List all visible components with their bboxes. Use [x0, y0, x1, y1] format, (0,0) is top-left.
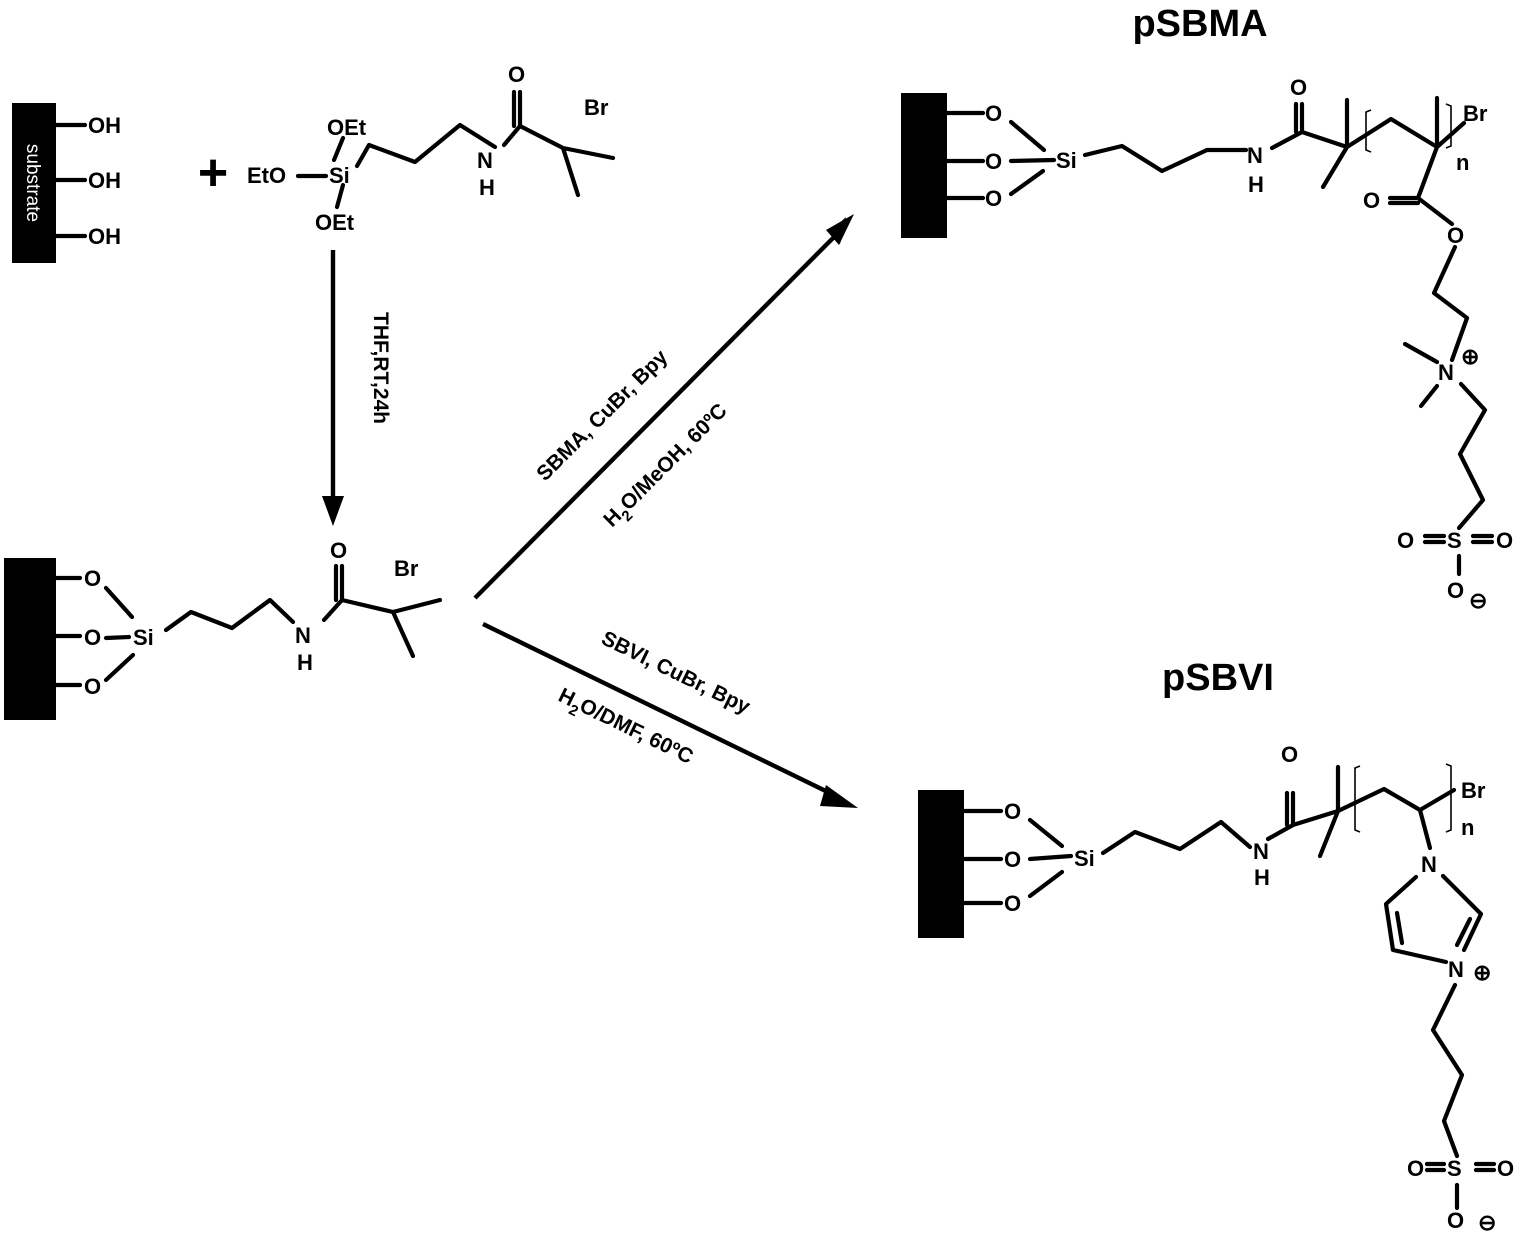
psbvi-bonds: [961, 764, 1497, 1211]
psbvi-imidazolium-nitrogen: N: [1448, 957, 1464, 982]
psbvi-repeat-n: n: [1461, 815, 1474, 840]
psbvi-imidazole-nitrogen-1: N: [1421, 852, 1437, 877]
psbvi-nitrogen: N: [1253, 839, 1269, 864]
psbma-sulfonyl-oxygen-left: O: [1397, 528, 1414, 553]
psbvi-positive-charge: ⊕: [1473, 960, 1491, 985]
surface-block: [4, 558, 56, 720]
hydroxyl-3: OH: [88, 224, 121, 249]
anchor-oxygen-3: O: [84, 674, 101, 699]
initiator-carbonyl-oxygen: O: [330, 538, 347, 563]
psbma-surface: [901, 93, 947, 238]
hydroxyl-2: OH: [88, 168, 121, 193]
silanization-arrow: THF,RT,24h: [322, 250, 392, 526]
psbvi-structure: O O O Si N H O Br n N N ⊕ S O O O ⊖: [918, 742, 1514, 1235]
psbvi-sulfonyl-oxygen-left: O: [1407, 1156, 1424, 1181]
psbvi-sulfur: S: [1447, 1156, 1462, 1181]
initiator-bromine: Br: [394, 556, 419, 581]
psbvi-negative-charge: ⊖: [1478, 1210, 1496, 1235]
hydroxyl-substrate: substrate OH OH OH: [12, 103, 121, 263]
initiator-bonds: [53, 563, 443, 688]
anchor-oxygen-2: O: [84, 625, 101, 650]
psbma-title: pSBMA: [1132, 3, 1267, 45]
ethoxy-left: EtO: [247, 163, 286, 188]
psbvi-oxygen-2: O: [1004, 847, 1021, 872]
psbvi-title: pSBVI: [1162, 657, 1274, 699]
psbma-ester-carbonyl-oxygen: O: [1363, 188, 1380, 213]
immobilized-initiator: O O O Si N H O Br: [4, 538, 443, 720]
sbvi-arrow: SBVI, CuBr, Bpy H2O/DMF, 60ºC: [482, 622, 858, 808]
psbma-silicon: Si: [1056, 148, 1077, 173]
psbvi-hydrogen: H: [1254, 865, 1270, 890]
psbvi-silicon: Si: [1074, 846, 1095, 871]
psbma-bromine: Br: [1463, 101, 1488, 126]
psbma-repeat-n: n: [1456, 150, 1469, 175]
sbvi-reagents: SBVI, CuBr, Bpy: [598, 627, 754, 719]
psbma-ester-oxygen: O: [1447, 223, 1464, 248]
substrate-oh-bonds: [53, 122, 88, 239]
amide-hydrogen: H: [479, 175, 495, 200]
psbvi-sulfonyl-oxygen-right: O: [1497, 1156, 1514, 1181]
psbma-oxygen-3: O: [985, 186, 1002, 211]
psbvi-oxygen-3: O: [1004, 891, 1021, 916]
psbvi-amide-oxygen: O: [1281, 742, 1298, 767]
psbma-oxygen-1: O: [985, 101, 1002, 126]
silane-initiator: OEt EtO Si OEt N H O Br: [247, 62, 616, 235]
psbvi-bromine: Br: [1461, 778, 1486, 803]
psbma-structure: O O O Si N H O Br n O O N ⊕ S O O O ⊖: [901, 75, 1513, 613]
sbma-solvent: H2O/MeOH, 60ºC: [599, 399, 736, 536]
psbma-oxygen-2: O: [985, 149, 1002, 174]
psbvi-oxygen-1: O: [1004, 799, 1021, 824]
psbma-positive-charge: ⊕: [1461, 344, 1479, 369]
silanization-conditions: THF,RT,24h: [369, 312, 392, 424]
psbvi-repeat-brackets: [1354, 763, 1452, 833]
psbma-hydrogen: H: [1248, 172, 1264, 197]
psbvi-surface: [918, 790, 964, 938]
silicon-atom: Si: [329, 163, 350, 188]
sbma-arrow: SBMA, CuBr, Bpy H2O/MeOH, 60ºC: [473, 214, 854, 600]
bromine-atom: Br: [584, 95, 609, 120]
carbonyl-oxygen: O: [508, 62, 525, 87]
initiator-silicon: Si: [133, 625, 154, 650]
sbvi-solvent: H2O/DMF, 60ºC: [552, 684, 697, 774]
substrate-label: substrate: [22, 144, 43, 222]
initiator-nitrogen: N: [295, 623, 311, 648]
plus-sign: +: [198, 144, 228, 202]
ethoxy-top: OEt: [327, 115, 367, 140]
hydroxyl-1: OH: [88, 113, 121, 138]
psbma-sulfonyl-oxygen-right: O: [1496, 528, 1513, 553]
psbma-amide-oxygen: O: [1290, 75, 1307, 100]
silane-bonds: [295, 89, 616, 210]
psbma-nitrogen: N: [1247, 143, 1263, 168]
psbma-bonds: [944, 95, 1495, 577]
ethoxy-bottom: OEt: [315, 210, 355, 235]
psbma-sulfur: S: [1447, 528, 1462, 553]
psbma-sulfonate-oxygen: O: [1447, 578, 1464, 603]
psbma-ammonium-nitrogen: N: [1438, 360, 1454, 385]
substrate-block: [12, 103, 56, 263]
initiator-hydrogen: H: [297, 650, 313, 675]
amide-nitrogen: N: [477, 148, 493, 173]
psbma-repeat-brackets: [1365, 103, 1452, 153]
psbma-negative-charge: ⊖: [1469, 588, 1487, 613]
anchor-oxygen-1: O: [84, 566, 101, 591]
psbvi-sulfonate-oxygen: O: [1447, 1208, 1464, 1233]
